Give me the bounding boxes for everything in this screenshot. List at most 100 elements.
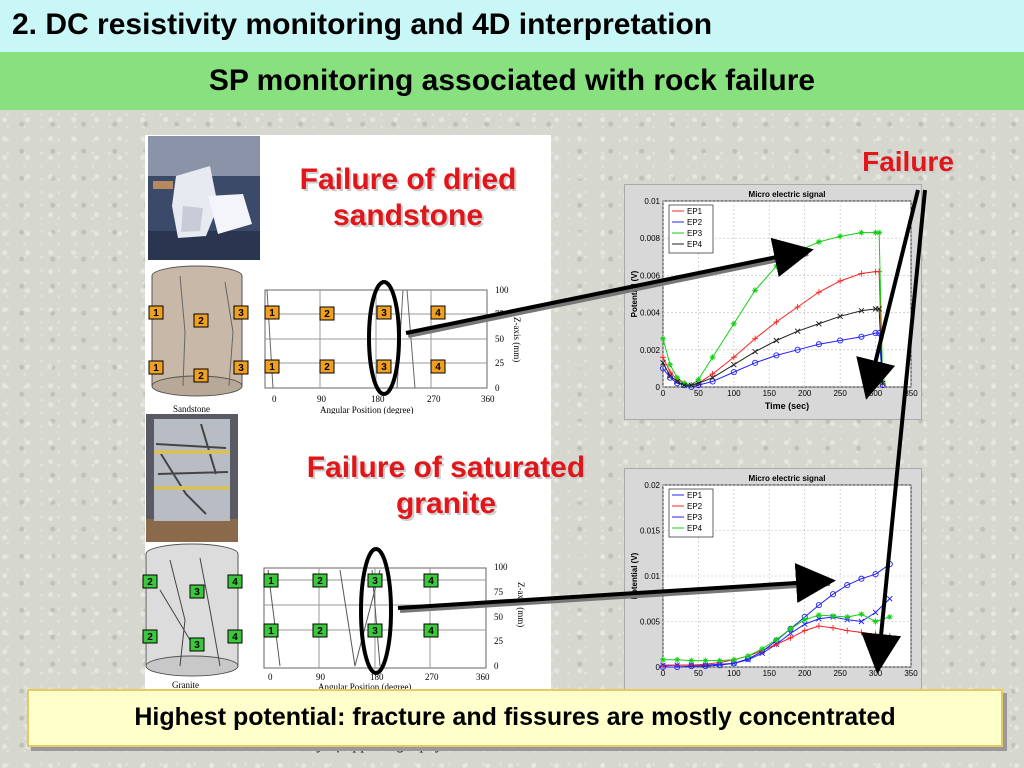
data-point-ep2 [787, 634, 794, 641]
sandstone-cyl-sensor-1b: 1 [153, 363, 159, 374]
y-tick-label: 0 [656, 383, 661, 392]
granite-map-sensor-2b: 2 [317, 626, 323, 637]
data-point-ep4 [787, 625, 794, 632]
granite-cyl-sensor-3b: 3 [194, 640, 200, 651]
data-point-ep3 [695, 376, 702, 383]
data-point-ep3 [659, 663, 667, 671]
y-tick-label: 0.02 [644, 481, 660, 490]
legend-label-ep2: EP2 [687, 502, 703, 511]
data-point-ep4 [688, 382, 695, 388]
data-point-ep4 [872, 618, 879, 625]
y-tick-label: 0.002 [640, 346, 661, 355]
granite-z-tick-100: 100 [494, 562, 508, 572]
data-point-ep2 [752, 359, 759, 366]
data-point-ep4 [801, 616, 808, 623]
data-point-ep1 [660, 354, 666, 361]
data-point-ep1 [815, 289, 822, 296]
data-point-ep1 [709, 370, 716, 377]
sandstone-cyl-sensor-2: 2 [198, 316, 204, 327]
granite-angle-tick-90: 90 [316, 672, 326, 682]
x-tick-label: 200 [798, 389, 812, 398]
granite-z-tick-25: 25 [494, 636, 504, 646]
granite-heading: Failure of saturated granite [276, 450, 616, 522]
data-point-ep2 [801, 627, 808, 634]
data-point-ep4 [816, 320, 822, 327]
y-tick-label: 0.008 [640, 234, 661, 243]
data-point-ep3 [858, 229, 865, 236]
conclusion-box: Highest potential: fracture and fissures… [27, 689, 1003, 747]
granite-cyl-sensor-2b: 2 [147, 632, 153, 643]
granite-z-label: Z-axis (mm) [516, 582, 526, 627]
data-point-ep4 [674, 656, 681, 663]
granite-heading-line2: granite [395, 487, 497, 520]
data-point-ep2 [730, 369, 737, 376]
legend-label-ep3: EP3 [687, 513, 703, 522]
sandstone-heading-line2: sandstone [332, 199, 484, 232]
granite-z-tick-50: 50 [494, 612, 504, 622]
data-point-ep4 [731, 361, 737, 368]
granite-angle-tick-360: 360 [476, 672, 490, 682]
granite-angle-tick-270: 270 [425, 672, 439, 682]
data-point-ep4 [844, 613, 851, 620]
page-subtitle: SP monitoring associated with rock failu… [208, 64, 816, 97]
legend-box [668, 204, 714, 254]
data-point-ep4 [695, 380, 702, 387]
sandstone-angle-tick-270: 270 [427, 394, 441, 404]
y-tick-label: 0.01 [644, 572, 660, 581]
conclusion-text: Highest potential: fracture and fissures… [134, 703, 896, 731]
title-bar: 2. DC resistivity monitoring and 4D inte… [0, 0, 1024, 52]
data-point-ep4 [815, 612, 822, 619]
x-tick-label: 150 [763, 669, 777, 678]
sandstone-heading-line1: Failure of dried [299, 163, 517, 196]
data-point-ep1 [837, 277, 844, 284]
sandstone-z-tick-100: 100 [495, 285, 509, 295]
granite-angle-label: Angular Position (degree) [318, 682, 411, 690]
data-point-ep3 [681, 380, 688, 387]
sandstone-map-sensor-2b: 2 [324, 362, 330, 373]
sandstone-map-sensor-1: 1 [269, 308, 275, 319]
data-point-ep2 [837, 337, 844, 344]
legend-label-ep1: EP1 [687, 207, 703, 216]
x-tick-label: 300 [869, 389, 883, 398]
failure-label: Failure [862, 146, 954, 177]
x-tick-label: 300 [869, 669, 883, 678]
sandstone-angle-tick-90: 90 [317, 394, 327, 404]
sandstone-map-sensor-3: 3 [381, 308, 387, 319]
data-point-ep3 [815, 238, 822, 245]
data-point-ep4 [773, 337, 780, 344]
granite-photo-image [146, 414, 238, 542]
sandstone-cyl-sensor-3b: 3 [238, 363, 244, 374]
data-point-ep4 [709, 374, 716, 381]
x-tick-label: 50 [694, 389, 703, 398]
sandstone-map-sensor-4b: 4 [435, 362, 441, 373]
data-point-ep2 [773, 352, 780, 359]
sandstone-highlight-oval [367, 280, 401, 396]
granite-map-sensor-4: 4 [428, 576, 434, 587]
sandstone-z-tick-0: 0 [495, 383, 500, 393]
x-axis-label: Time (sec) [765, 401, 809, 411]
granite-cyl-sensor-3: 3 [194, 587, 200, 598]
subtitle-bar: SP monitoring associated with rock failu… [0, 52, 1024, 110]
sandstone-map-sensor-1b: 1 [269, 362, 275, 373]
legend-label-ep4: EP4 [687, 524, 703, 533]
y-tick-label: 0 [656, 663, 661, 672]
data-point-ep1 [801, 621, 808, 628]
data-point-ep4 [660, 360, 666, 366]
data-point-ep3 [837, 233, 844, 240]
data-point-ep4 [830, 613, 837, 620]
data-point-ep4 [688, 657, 695, 664]
data-point-ep4 [730, 656, 737, 663]
sandstone-cyl-sensor-3: 3 [238, 308, 244, 319]
x-tick-label: 0 [661, 669, 666, 678]
data-point-ep1 [858, 618, 865, 625]
sandstone-cyl-sensor-2b: 2 [198, 371, 204, 382]
data-point-ep2 [830, 624, 837, 631]
data-point-ep3 [667, 361, 674, 368]
granite-z-tick-75: 75 [494, 587, 504, 597]
data-point-ep2 [709, 378, 716, 385]
granite-map-sensor-3b: 3 [372, 626, 378, 637]
sandstone-map-sensor-2: 2 [324, 309, 330, 320]
data-point-ep4 [745, 653, 752, 660]
sandstone-photo-image [148, 136, 260, 260]
